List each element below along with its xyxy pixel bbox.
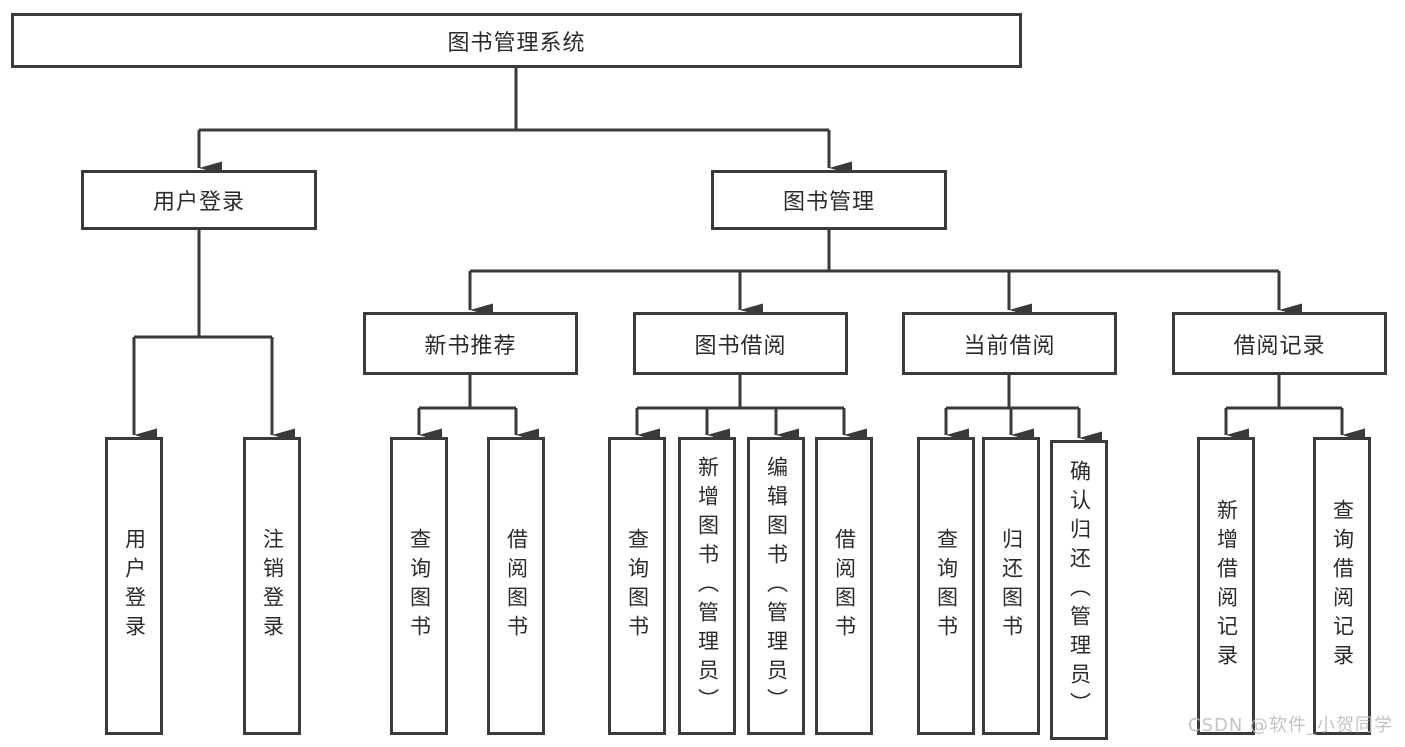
node-label: 借阅记录	[1233, 333, 1326, 359]
node-label: 查询图书	[934, 528, 959, 644]
node-label: 用户登录	[122, 528, 147, 644]
node-label: 借阅图书	[504, 528, 529, 644]
node-label: 新增借阅记录	[1214, 499, 1239, 673]
node-new-book-recommendation: 新书推荐	[363, 312, 578, 375]
node-label: 图书管理系统	[447, 30, 586, 56]
node-label: 查询借阅记录	[1330, 499, 1355, 673]
node-label: 用户登录	[152, 190, 245, 215]
leaf-user-login: 用户登录	[105, 437, 163, 735]
leaf-bb-borrow-book: 借阅图书	[815, 437, 873, 735]
node-label: 查询图书	[407, 528, 432, 644]
node-label: 借阅图书	[832, 528, 857, 644]
node-library-management-system: 图书管理系统	[11, 13, 1022, 68]
node-label: 新书推荐	[424, 333, 517, 359]
node-label: 查询图书	[625, 528, 650, 644]
node-label: 归还图书	[999, 528, 1024, 644]
node-user-login: 用户登录	[81, 170, 317, 230]
node-book-borrowing: 图书借阅	[633, 312, 848, 375]
node-label: 当前借阅	[963, 333, 1056, 359]
leaf-logout: 注销登录	[243, 437, 301, 735]
node-label: 确认归还（管理员）	[1067, 459, 1092, 721]
node-label: 新增图书（管理员）	[695, 455, 720, 717]
leaf-bb-add-book-admin: 新增图书（管理员）	[678, 437, 736, 735]
node-book-management: 图书管理	[711, 170, 947, 230]
leaf-cb-query-book: 查询图书	[917, 437, 975, 735]
node-label: 注销登录	[260, 528, 285, 644]
leaf-br-query-record: 查询借阅记录	[1313, 437, 1371, 735]
leaf-bb-edit-book-admin: 编辑图书（管理员）	[747, 437, 805, 735]
leaf-bb-query-book: 查询图书	[608, 437, 666, 735]
node-borrowing-records: 借阅记录	[1172, 312, 1387, 375]
leaf-nbr-query-book: 查询图书	[390, 437, 448, 735]
leaf-cb-confirm-return-admin: 确认归还（管理员）	[1050, 440, 1108, 740]
leaf-br-add-record: 新增借阅记录	[1197, 437, 1255, 735]
leaf-nbr-borrow-book: 借阅图书	[487, 437, 545, 735]
node-label: 图书借阅	[694, 333, 787, 359]
node-label: 图书管理	[782, 190, 875, 215]
leaf-cb-return-book: 归还图书	[982, 437, 1040, 735]
csdn-watermark: CSDN @软件_小贺同学	[1188, 715, 1394, 736]
node-label: 编辑图书（管理员）	[764, 455, 789, 717]
node-current-borrowing: 当前借阅	[902, 312, 1117, 375]
